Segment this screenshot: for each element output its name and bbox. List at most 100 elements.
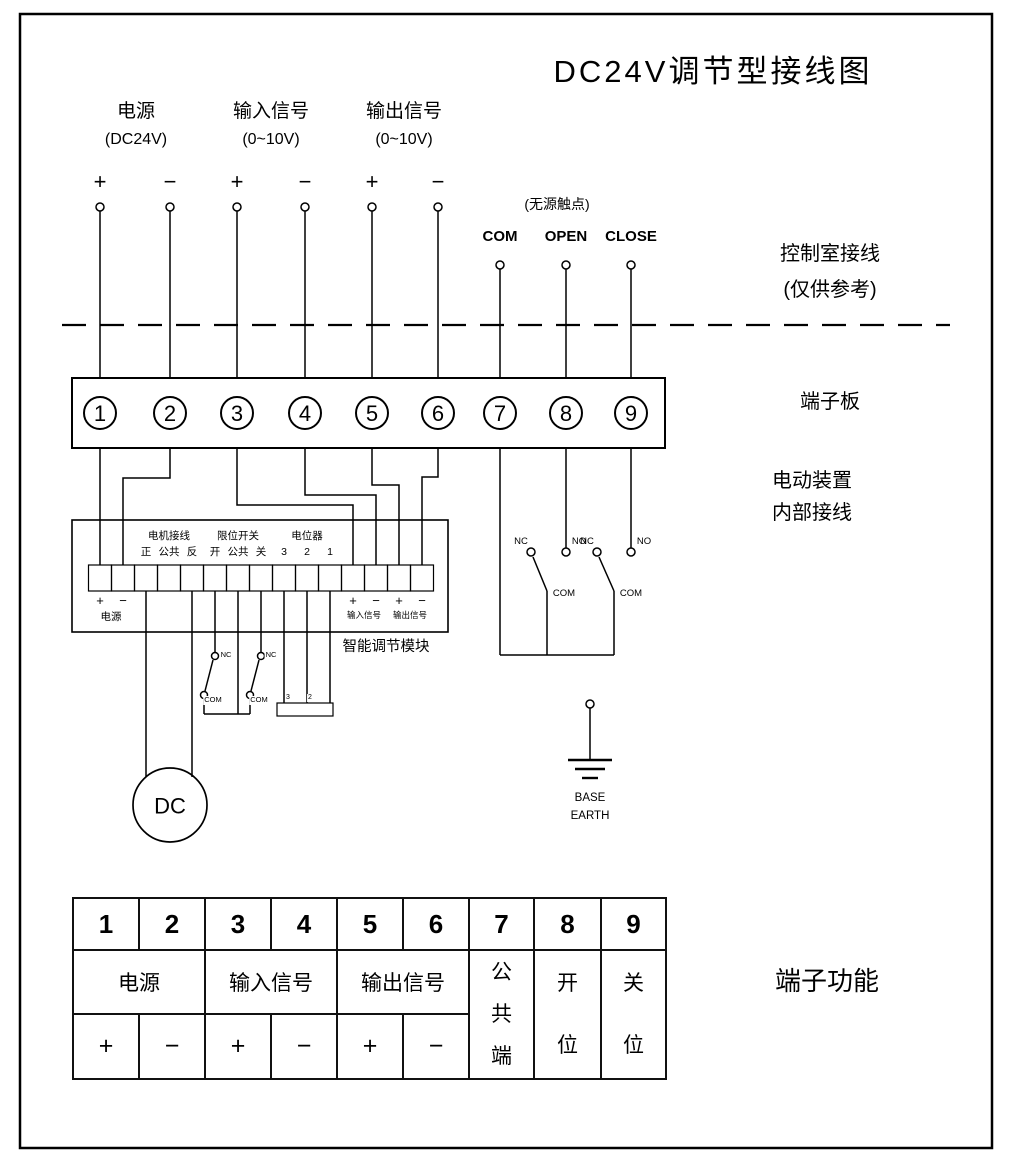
switch-com-label: COM [618,588,644,600]
vertical-label-common: 公 共 端 [491,960,512,1068]
module-signal-sign: + [349,593,357,608]
polarity-sign: − [431,169,445,194]
table-cell: + [204,1013,272,1080]
polarity-sign: + [230,169,244,194]
module-section-limit: 限位开关 [217,530,259,542]
module-pin-label: 公共 [227,546,249,558]
switch-com-label: COM [551,588,577,600]
module-section-pot: 电位器 [291,530,323,542]
input-signal-group-sublabel: (0~10V) [242,131,300,148]
module-pin-label: 开 [209,546,221,558]
table-sign-row: + − + − + − [72,1013,666,1080]
terminal-function-table: 1 2 3 4 5 6 7 8 9 电源 输入信号 输出信号 公 共 端 开 位… [72,897,667,1080]
module-output-signal-label: 输出信号 [392,610,428,620]
board-terminal-9: 9 [614,396,648,430]
table-cell: 9 [600,897,667,951]
module-name-label: 智能调节模块 [342,639,430,655]
power-group-label: 电源 [116,101,156,122]
module-power-sign: + [96,593,104,608]
table-group-row: 电源 输入信号 输出信号 公 共 端 开 位 关 位 [72,949,667,1080]
table-cell: 3 [204,897,272,951]
module-input-signal-label: 输入信号 [346,610,382,620]
module-signal-sign: − [418,593,426,608]
module-section-motor: 电机接线 [148,530,190,542]
earth-label-base: BASE [574,792,606,804]
terminal-board-box [71,377,666,449]
polarity-sign: + [93,169,107,194]
top-terminal-wires [95,202,636,378]
module-pin-label: 3 [281,546,287,558]
table-cell: 6 [402,897,470,951]
limit-switch-symbols [199,591,266,715]
module-pin-label: 2 [304,546,310,558]
table-cell: + [336,1013,404,1080]
table-cell: − [138,1013,206,1080]
switch-nc-label: NC [514,536,528,547]
position-switch-wires [499,448,636,656]
table-number-row: 1 2 3 4 5 6 7 8 9 [72,897,667,951]
input-signal-group-label: 输入信号 [232,101,310,122]
limit-com-label: COM [249,695,269,705]
output-signal-group-label: 输出信号 [365,101,443,122]
module-pin-label: 反 [186,546,198,558]
module-pin-label: 正 [140,546,152,558]
limit-nc-label: NC [219,650,233,660]
note-reference-only: (仅供参考) [783,279,877,301]
table-cell: 开 位 [533,949,602,1080]
table-cell: 5 [336,897,404,951]
contact-close-label: CLOSE [605,228,657,245]
page-title: DC24V调节型接线图 [553,54,873,89]
table-cell: 1 [72,897,140,951]
board-to-module-wires [99,448,439,565]
board-terminal-7: 7 [483,396,517,430]
earth-symbol [568,699,612,780]
module-power-sign: − [119,593,127,608]
note-terminal-board: 端子板 [800,391,860,413]
board-terminal-3: 3 [220,396,254,430]
table-cell: 7 [468,897,535,951]
table-cell: 输入信号 [204,949,338,1015]
board-terminal-8: 8 [549,396,583,430]
table-cell: 4 [270,897,338,951]
switch-nc-label: NC [580,536,594,547]
vertical-label-open: 开 位 [557,971,578,1057]
table-cell: 8 [533,897,602,951]
limit-com-label: COM [203,695,223,705]
pot-pin-label: 2 [307,694,313,703]
power-group-sublabel: (DC24V) [104,131,168,148]
motor-wires [132,591,208,843]
module-power-label: 电源 [100,611,122,623]
note-device-internal-2: 内部接线 [772,502,852,524]
passive-contact-label: (无源触点) [524,196,590,212]
vertical-label-close: 关 位 [623,971,644,1057]
switch-no-label: NO [571,536,587,547]
table-cell: 电源 [72,949,206,1015]
board-terminal-1: 1 [83,396,117,430]
dc-motor-label: DC [154,793,186,819]
module-signal-sign: + [395,593,403,608]
board-terminal-4: 4 [288,396,322,430]
table-cell: + [72,1013,140,1080]
note-device-internal-1: 电动装置 [772,470,852,492]
table-cell: 2 [138,897,206,951]
board-terminal-5: 5 [355,396,389,430]
limit-nc-label: NC [264,650,278,660]
module-pin-label: 1 [327,546,333,558]
polarity-sign: − [298,169,312,194]
potentiometer-symbol [276,591,334,717]
polarity-sign: − [163,169,177,194]
board-terminal-2: 2 [153,396,187,430]
pot-pin-label: 3 [285,694,291,703]
module-box [71,519,449,633]
table-cell: 公 共 端 [468,949,535,1080]
table-cell: 关 位 [600,949,667,1080]
switch-no-label: NO [636,536,652,547]
page-frame [18,12,994,1150]
contact-com-label: COM [482,228,518,245]
table-cell: − [402,1013,470,1080]
table-cell: − [270,1013,338,1080]
module-pin-label: 公共 [158,546,180,558]
note-terminal-function: 端子功能 [774,966,880,996]
